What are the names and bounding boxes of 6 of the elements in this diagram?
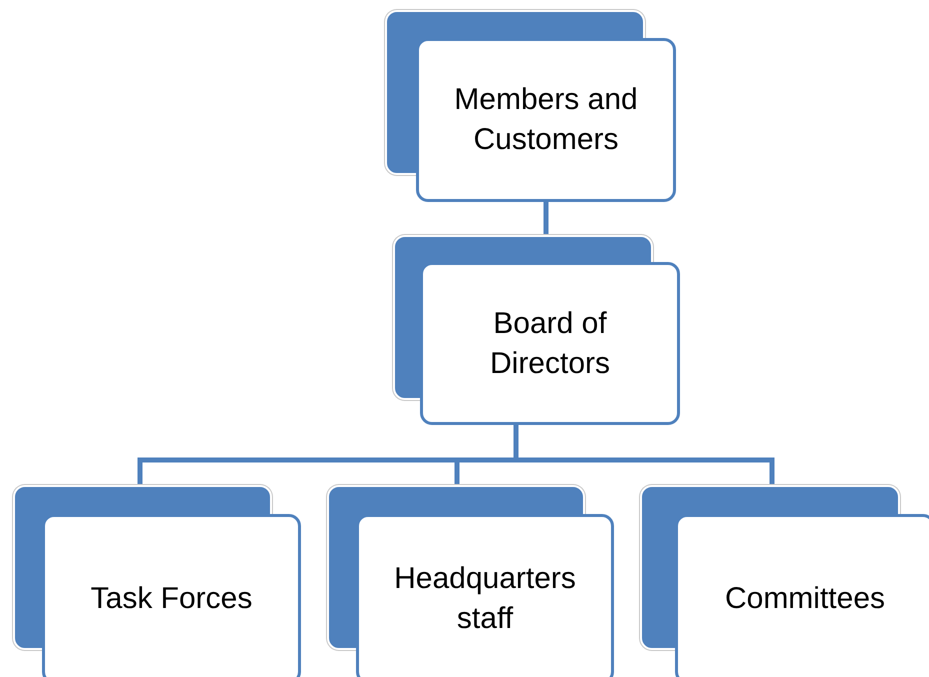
- box-label: Members and Customers: [453, 82, 639, 158]
- box-label: Board of Directors: [488, 306, 611, 382]
- connector-line: [544, 202, 548, 235]
- box-label: Committees: [724, 581, 886, 618]
- box-label: Task Forces: [90, 581, 254, 618]
- box-label: Headquarters staff: [393, 561, 577, 637]
